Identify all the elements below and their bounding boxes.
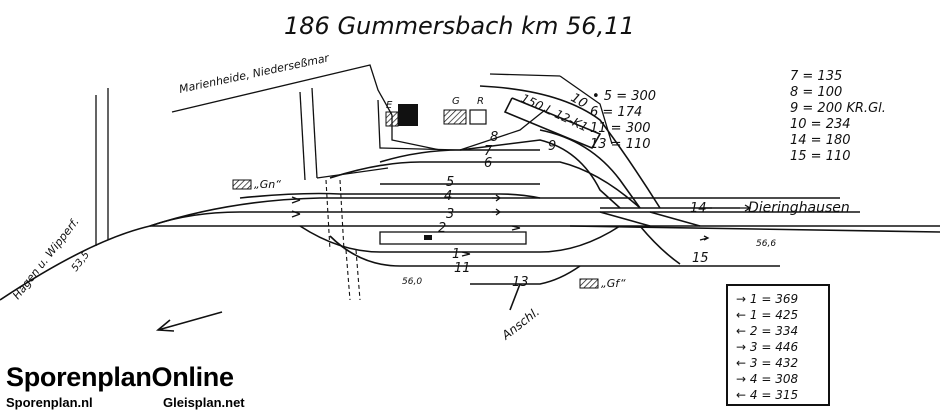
building-Gf: „Gf“ <box>579 277 626 290</box>
track-number-2: 2 <box>438 221 446 236</box>
track-number-3: 3 <box>446 207 454 222</box>
length-entry: • 5 = 300 <box>592 89 656 104</box>
track-number-5: 5 <box>446 175 454 190</box>
road-outlines <box>95 64 441 246</box>
legend-row: → 3 = 446 <box>736 340 799 354</box>
siding-anschl: Anschl. <box>498 305 542 343</box>
brand-name: SporenplanOnline <box>6 362 234 392</box>
track-main-2 <box>0 225 940 301</box>
road-bridge <box>325 179 361 301</box>
road-label-upper: Marienheide, Niederseßmar <box>178 51 332 96</box>
track-number-1: 1 <box>452 247 460 262</box>
km-marker-right: 56,6 <box>756 239 776 249</box>
length-entry: 6 = 174 <box>590 105 642 120</box>
length-entry: 10 = 234 <box>790 117 851 132</box>
track-number-10: 10 <box>568 90 590 111</box>
building-Gf-label: „Gf“ <box>601 277 626 290</box>
track-number-7: 7 <box>484 144 493 159</box>
legend-row: → 4 = 308 <box>736 372 799 386</box>
road-label-lower: Hagen u. Wipperf. <box>10 215 82 301</box>
legend-row: ← 3 = 432 <box>736 356 799 370</box>
building-Gn: „Gn“ <box>232 178 281 191</box>
brand-block: SporenplanOnline Sporenplan.nl Gleisplan… <box>6 362 245 410</box>
track-arrows <box>291 194 752 257</box>
length-entry: 13 = 110 <box>590 137 651 152</box>
track-number-8: 8 <box>490 130 498 145</box>
building-E: E <box>385 100 418 127</box>
building-R: R <box>469 96 487 125</box>
legend-row: ← 1 = 425 <box>736 308 799 322</box>
length-entry: 11 = 300 <box>590 121 651 136</box>
length-entry: 15 = 110 <box>790 149 851 164</box>
length-entry: 9 = 200 KR.Gl. <box>790 101 886 116</box>
length-entry: 14 = 180 <box>790 133 851 148</box>
tracks <box>0 85 940 311</box>
track-number-15: 15 <box>692 251 709 266</box>
legend-row: ← 4 = 315 <box>736 388 799 402</box>
direction-arrow-icon <box>155 311 223 332</box>
building-Gn-label: „Gn“ <box>254 178 281 191</box>
track-number-14: 14 <box>690 201 707 216</box>
building-E-label: E <box>386 100 393 111</box>
platform-shelter <box>424 235 432 240</box>
legend-box: → 1 = 369 ← 1 = 425 ← 2 = 334 → 3 = 446 … <box>726 284 830 406</box>
brand-site-left: Sporenplan.nl <box>6 395 93 410</box>
track-number-9: 9 <box>548 139 556 154</box>
legend-row: ← 2 = 334 <box>736 324 799 338</box>
track-number-6: 6 <box>484 156 492 171</box>
plan-title: 186 Gummersbach km 56,11 <box>284 12 635 40</box>
track-number-11: 11 <box>454 261 471 276</box>
direction-dieringhausen: Dieringhausen <box>748 200 850 216</box>
km-marker-mid: 56,0 <box>402 277 422 287</box>
building-G-label: G <box>452 96 460 107</box>
length-entry: 7 = 135 <box>790 69 842 84</box>
brand-site-right: Gleisplan.net <box>163 395 245 410</box>
legend-row: → 1 = 369 <box>736 292 799 306</box>
track-number-13: 13 <box>512 275 529 290</box>
building-R-label: R <box>477 96 484 107</box>
platform <box>379 231 527 245</box>
length-entry: 8 = 100 <box>790 85 842 100</box>
track-number-4: 4 <box>444 189 452 204</box>
building-G: G <box>443 96 467 125</box>
